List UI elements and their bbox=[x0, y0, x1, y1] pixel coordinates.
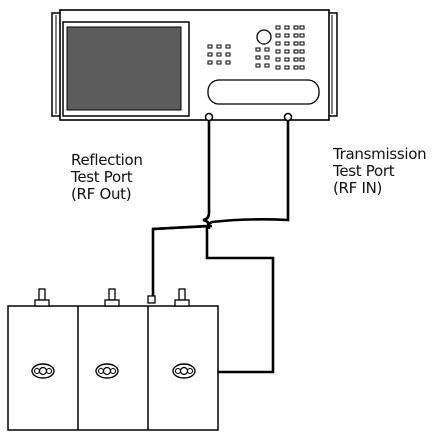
coax-center-pin-icon bbox=[38, 366, 48, 376]
tuning-screw-icon bbox=[38, 288, 46, 301]
filter-input-connector-icon bbox=[147, 295, 156, 304]
front-panel-key bbox=[293, 33, 299, 38]
front-panel-key bbox=[275, 33, 281, 38]
front-panel-key bbox=[299, 25, 305, 30]
front-panel-key bbox=[275, 57, 281, 62]
front-panel-key bbox=[275, 25, 281, 30]
control-knob-icon bbox=[256, 29, 272, 45]
transmission-label-line-3: (RF IN) bbox=[333, 179, 383, 197]
front-panel-key bbox=[216, 52, 222, 57]
port-panel bbox=[207, 79, 320, 105]
front-panel-key bbox=[284, 65, 290, 70]
coax-mount-hole-icon bbox=[45, 367, 53, 375]
front-panel-key bbox=[275, 41, 281, 46]
reflection-label-line-1: Reflection bbox=[71, 151, 143, 169]
front-panel-key bbox=[293, 25, 299, 30]
front-panel-key bbox=[293, 49, 299, 54]
reflection-label-line-2: Test Port bbox=[71, 168, 133, 186]
front-panel-key bbox=[299, 33, 305, 38]
transmission-test-port-icon bbox=[283, 112, 293, 122]
front-panel-key bbox=[293, 41, 299, 46]
front-panel-key bbox=[207, 60, 213, 65]
tuning-screw-base-icon bbox=[174, 299, 190, 307]
front-panel-key bbox=[225, 60, 231, 65]
front-panel-key bbox=[299, 65, 305, 70]
reflection-cable-upper bbox=[202, 120, 211, 229]
transmission-test-port-label: Transmission Test Port (RF IN) bbox=[333, 145, 427, 197]
front-panel-key bbox=[264, 47, 270, 52]
tuning-screw-icon bbox=[178, 288, 186, 301]
tuning-screw-base-icon bbox=[34, 299, 50, 307]
front-panel-key bbox=[255, 63, 261, 68]
front-panel-key bbox=[284, 33, 290, 38]
reflection-cable-hop bbox=[153, 120, 209, 229]
analyzer-screen bbox=[66, 26, 182, 111]
front-panel-key bbox=[207, 52, 213, 57]
front-panel-key bbox=[299, 41, 305, 46]
front-panel-key bbox=[264, 55, 270, 60]
cavity-filter-icon bbox=[7, 288, 219, 431]
coax-mount-hole-icon bbox=[33, 367, 41, 375]
reflection-label-line-3: (RF Out) bbox=[71, 185, 132, 203]
front-panel-key bbox=[225, 52, 231, 57]
network-analyzer-icon bbox=[51, 9, 338, 122]
front-panel-key bbox=[284, 57, 290, 62]
reflection-cable-lower bbox=[151, 224, 213, 299]
transmission-label-line-2: Test Port bbox=[333, 162, 395, 180]
front-panel-key bbox=[284, 49, 290, 54]
coax-mount-hole-icon bbox=[174, 367, 182, 375]
coax-center-pin-icon bbox=[179, 366, 189, 376]
front-panel-key bbox=[255, 55, 261, 60]
reflection-test-port-label: Reflection Test Port (RF Out) bbox=[71, 152, 143, 203]
front-panel-key bbox=[284, 41, 290, 46]
reflection-test-port-icon bbox=[204, 112, 214, 122]
coax-mount-hole-icon bbox=[97, 367, 105, 375]
front-panel-key bbox=[299, 49, 305, 54]
front-panel-key bbox=[275, 49, 281, 54]
coax-mount-hole-icon bbox=[186, 367, 194, 375]
front-panel-key bbox=[207, 44, 213, 49]
front-panel-key bbox=[225, 44, 231, 49]
front-panel-key bbox=[264, 63, 270, 68]
front-panel-key bbox=[293, 65, 299, 70]
front-panel-key bbox=[275, 65, 281, 70]
transmission-label-line-1: Transmission bbox=[333, 145, 427, 163]
front-panel-key bbox=[216, 60, 222, 65]
reflection-cable-top-run bbox=[152, 224, 207, 231]
front-panel-key bbox=[293, 57, 299, 62]
front-panel-key bbox=[255, 47, 261, 52]
coax-center-pin-icon bbox=[102, 366, 112, 376]
front-panel-key bbox=[216, 44, 222, 49]
tuning-screw-base-icon bbox=[104, 299, 120, 307]
front-panel-key bbox=[284, 25, 290, 30]
front-panel-key bbox=[299, 57, 305, 62]
coax-mount-hole-icon bbox=[109, 367, 117, 375]
tuning-screw-icon bbox=[108, 288, 116, 301]
transmission-cable bbox=[193, 120, 290, 374]
